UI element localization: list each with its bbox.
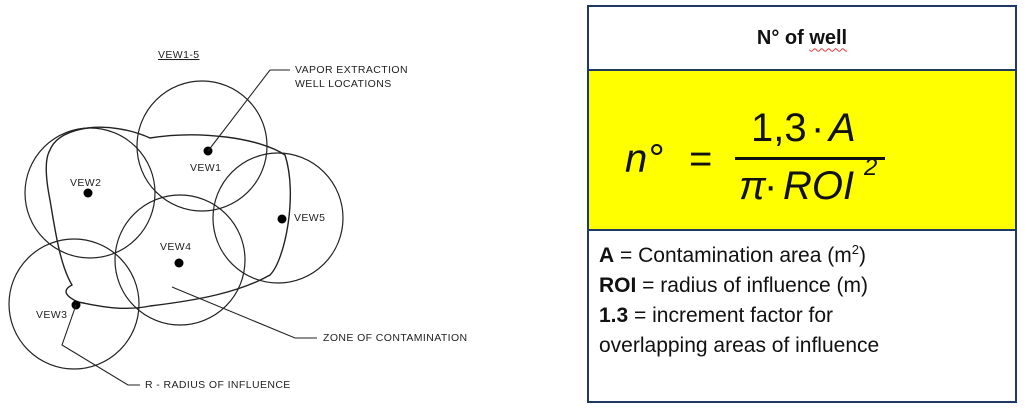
well-layout-diagram: VEW1-5 VAPOR EXTRACTION WELL LOCATIONS V… — [8, 49, 468, 391]
well-point-vew2 — [83, 188, 93, 198]
influence-circle-vew1 — [136, 80, 268, 212]
formula-lhs: n° — [625, 137, 663, 181]
label-zone: ZONE OF CONTAMINATION — [323, 332, 468, 344]
legend-row-roi: ROI = radius of influence (m) — [599, 271, 1015, 301]
influence-circle-vew5 — [212, 152, 344, 284]
legend-row-factor-cont: overlapping areas of influence — [599, 331, 1015, 361]
well-point-vew4 — [174, 258, 184, 268]
label-vew2: VEW2 — [70, 177, 101, 189]
fraction-bar — [735, 157, 885, 160]
formula-box: n° = 1,3 · A π · ROI 2 — [589, 71, 1015, 231]
formula: n° = 1,3 · A π · ROI 2 — [625, 106, 885, 208]
legend-text: = Contamination area (m — [614, 244, 852, 267]
panel-header: N° of well — [589, 7, 1015, 71]
label-well-locations-2: WELL LOCATIONS — [295, 78, 392, 90]
panel-header-prefix: N° of — [756, 26, 810, 49]
legend-superscript: 2 — [851, 242, 859, 257]
leader-line-well-locations — [207, 69, 290, 152]
legend-term: ROI — [599, 274, 637, 297]
well-count-panel: N° of well n° = 1,3 · A π · ROI 2 A = Co… — [587, 5, 1017, 403]
influence-circle-vew2 — [24, 127, 156, 259]
formula-numerator-dot: · — [811, 106, 824, 150]
legend-text-after: ) — [858, 244, 866, 267]
label-well-locations-1: VAPOR EXTRACTION — [295, 64, 408, 76]
legend-row-area: A = Contamination area (m2) — [599, 241, 1015, 271]
well-point-vew5 — [277, 214, 287, 224]
influence-circle-vew3 — [8, 238, 140, 370]
label-vew3: VEW3 — [36, 309, 67, 321]
panel-header-word: well — [809, 26, 848, 49]
leader-line-zone — [171, 286, 317, 339]
formula-denominator-const: π — [739, 164, 767, 208]
formula-equals: = — [689, 137, 712, 181]
legend-term: 1.3 — [599, 304, 629, 327]
label-vew5: VEW5 — [294, 212, 325, 224]
formula-numerator-var: A — [827, 106, 856, 150]
formula-denominator-exp: 2 — [863, 154, 877, 181]
diagram-title: VEW1-5 — [158, 49, 200, 61]
leader-line-radius — [61, 304, 140, 386]
influence-circle-vew4 — [114, 194, 246, 326]
formula-numerator-coef: 1,3 — [751, 106, 807, 150]
label-radius: R - RADIUS OF INFLUENCE — [145, 379, 291, 391]
legend-text: overlapping areas of influence — [599, 334, 880, 357]
label-vew4: VEW4 — [160, 241, 191, 253]
label-vew1: VEW1 — [190, 162, 221, 174]
formula-denominator-dot: · — [764, 164, 777, 208]
legend-text: = increment factor for — [628, 304, 834, 327]
contamination-zone-outline — [45, 126, 291, 309]
legend-term: A — [599, 244, 615, 267]
legend-text: = radius of influence (m) — [636, 274, 869, 297]
legend-row-factor: 1.3 = increment factor for — [599, 301, 1015, 331]
formula-denominator-var: ROI — [783, 164, 854, 208]
legend: A = Contamination area (m2) ROI = radius… — [589, 231, 1015, 361]
